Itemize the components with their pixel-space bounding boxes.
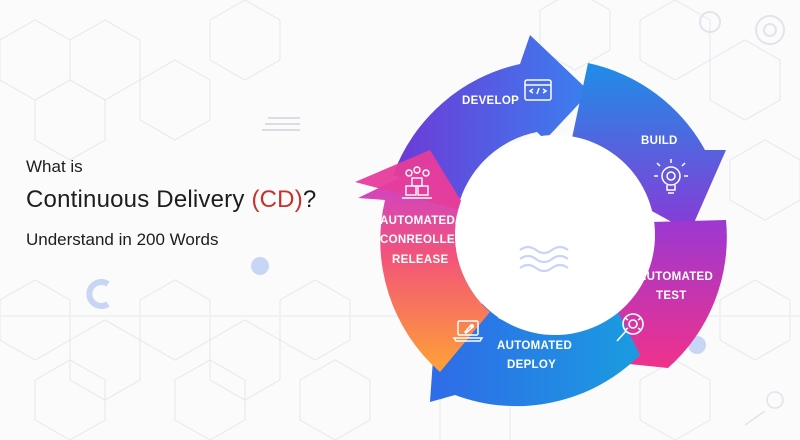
- cycle-segment-build: [572, 63, 726, 232]
- stage-label-release-line-1: AUTOMATED/: [380, 215, 459, 227]
- stage-label-build: BUILD: [641, 135, 678, 147]
- headline-question-mark: ?: [302, 186, 317, 213]
- lightbulb-gear-icon: [654, 159, 688, 194]
- headline-line-3: Understand in 200 Words: [26, 230, 219, 249]
- stage-label-deploy-line-2: DEPLOY: [507, 359, 556, 371]
- stage-label-release-line-3: RELEASE: [392, 254, 448, 266]
- headline-title: Continuous Delivery (CD)?: [26, 186, 316, 214]
- stage-label-test-line-2: TEST: [656, 290, 687, 302]
- laptop-rocket-icon: [452, 320, 484, 342]
- headline-title-main: Continuous Delivery: [26, 186, 252, 213]
- package-network-icon: [402, 166, 432, 199]
- cycle-segment-release-to-develop: [393, 35, 590, 200]
- headline-line-1: What is: [26, 157, 83, 176]
- magnifier-bug-icon: [616, 313, 644, 342]
- cycle-segment-release: [358, 162, 490, 372]
- headline-acronym: (CD): [251, 186, 303, 213]
- stage-label-develop: DEVELOP: [462, 95, 519, 107]
- stage-label-release-line-2: CONREOLLED: [380, 234, 464, 246]
- stage-label-test-line-1: AUTOMATED: [638, 271, 713, 283]
- code-window-icon: [524, 79, 552, 101]
- stage-label-deploy-line-1: AUTOMATED: [497, 340, 572, 352]
- cycle-center: [455, 135, 655, 335]
